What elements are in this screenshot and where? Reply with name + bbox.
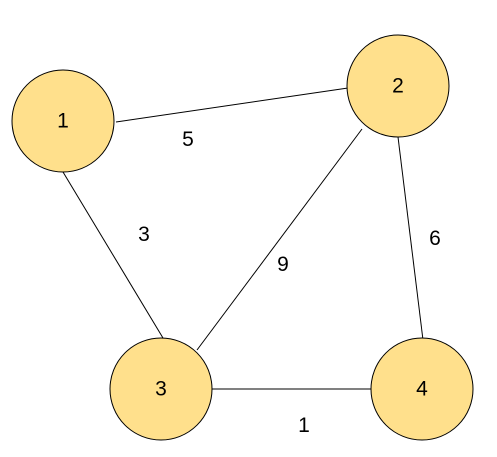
edge-weight-2-3: 9: [277, 253, 289, 276]
edge-weight-1-2: 5: [182, 128, 194, 151]
edge-2-3: [196, 128, 363, 351]
node-3-circle: [109, 337, 213, 441]
edges: [62, 87, 424, 390]
edge-weight-1-3: 3: [138, 223, 150, 246]
node-3-label: 3: [155, 378, 167, 401]
node-4-circle: [370, 337, 474, 441]
node-3: 3: [109, 337, 213, 441]
edge-1-2: [115, 87, 349, 123]
node-1: 1: [11, 69, 115, 173]
node-4-label: 4: [416, 378, 428, 401]
edge-1-3: [62, 171, 164, 339]
node-2-circle: [346, 34, 450, 138]
edge-weight-2-4: 6: [429, 227, 441, 250]
node-2: 2: [346, 34, 450, 138]
node-4: 4: [370, 337, 474, 441]
edge-weight-3-4: 1: [298, 414, 310, 437]
edge-2-4: [397, 136, 424, 341]
node-1-circle: [11, 69, 115, 173]
edge-labels: 5 3 9 6 1: [138, 128, 441, 437]
node-1-label: 1: [57, 110, 69, 133]
node-2-label: 2: [392, 75, 404, 98]
